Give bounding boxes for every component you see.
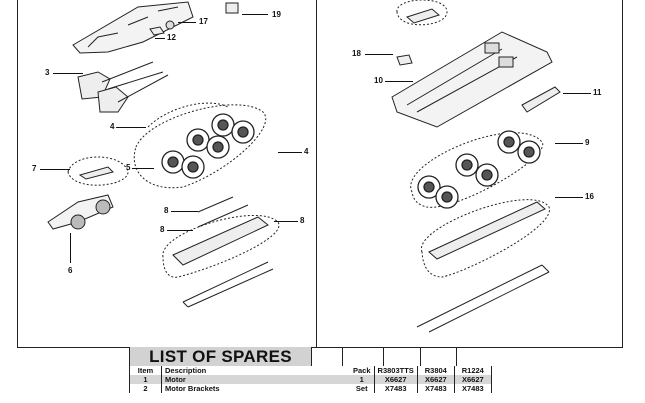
spares-title: LIST OF SPARES	[130, 347, 311, 366]
row-model-3-code: X6627	[453, 375, 492, 384]
row-model-3-code: X7483	[453, 384, 492, 393]
table-row: 2 Motor Brackets Set X7483 X7483 X7483	[130, 384, 492, 393]
callout-5: 5	[126, 163, 131, 172]
callout-16: 16	[585, 192, 594, 201]
leader-line	[171, 211, 198, 213]
leader-line	[116, 127, 146, 129]
callout-11: 11	[593, 88, 602, 97]
leader-line	[365, 54, 393, 56]
header-model-3: R1224	[453, 366, 492, 375]
tender-exploded-drawing	[391, 0, 561, 333]
callout-18: 18	[352, 49, 361, 58]
callout-3: 3	[45, 68, 50, 77]
row-item: 2	[143, 384, 148, 393]
row-pack: Set	[355, 384, 368, 393]
callout-8-upper: 8	[164, 206, 169, 215]
row-description: Motor Brackets	[161, 384, 350, 393]
row-pack: 1	[350, 375, 375, 384]
row-description: Motor	[161, 375, 350, 384]
leader-line	[278, 152, 302, 154]
row-model-2-code: X6627	[416, 375, 455, 384]
right-diagram-panel: 18 10 11 9 16	[316, 0, 623, 348]
header-pack: Pack	[353, 366, 371, 375]
row-model-1-code: X6627	[373, 375, 418, 384]
table-header-row: Item Description Pack R3803TTS R3804 R12…	[130, 366, 492, 375]
leader-line	[178, 22, 196, 24]
leader-line	[274, 221, 298, 223]
callout-19: 19	[272, 10, 281, 19]
left-diagram-panel: 19 17 12 3 4 5 4 7 8 8 8 6	[17, 0, 317, 348]
row-item: 1	[130, 375, 162, 384]
leader-line	[385, 81, 413, 83]
spares-table: Item Description Pack R3803TTS R3804 R12…	[130, 366, 492, 393]
header-model-1: R3803TTS	[373, 366, 418, 375]
callout-10: 10	[374, 76, 383, 85]
row-model-1-code: X7483	[373, 384, 418, 393]
leader-line	[242, 14, 268, 16]
leader-line	[132, 168, 154, 170]
callout-4-lower: 4	[304, 147, 309, 156]
callout-17: 17	[199, 17, 208, 26]
callout-8-lower: 8	[160, 225, 165, 234]
locomotive-exploded-drawing	[47, 1, 280, 308]
callout-9: 9	[585, 138, 590, 147]
leader-line	[555, 197, 583, 199]
callout-12: 12	[167, 33, 176, 42]
leader-line	[70, 233, 72, 263]
header-model-2: R3804	[416, 366, 455, 375]
leader-line	[155, 38, 165, 40]
table-row: 1 Motor 1 X6627 X6627 X6627	[130, 375, 492, 384]
row-model-2-code: X7483	[416, 384, 455, 393]
leader-line	[563, 93, 591, 95]
header-item: Item	[137, 366, 154, 375]
leader-line	[53, 73, 83, 75]
leader-line	[167, 230, 193, 232]
leader-line	[40, 169, 70, 171]
header-description: Description	[161, 366, 350, 375]
spares-table-container: LIST OF SPARES Item Description Pack R38…	[129, 347, 492, 393]
callout-4-upper: 4	[110, 122, 115, 131]
callout-7: 7	[32, 164, 37, 173]
callout-8-keeper: 8	[300, 216, 305, 225]
callout-6: 6	[68, 266, 73, 275]
leader-line	[555, 143, 583, 145]
